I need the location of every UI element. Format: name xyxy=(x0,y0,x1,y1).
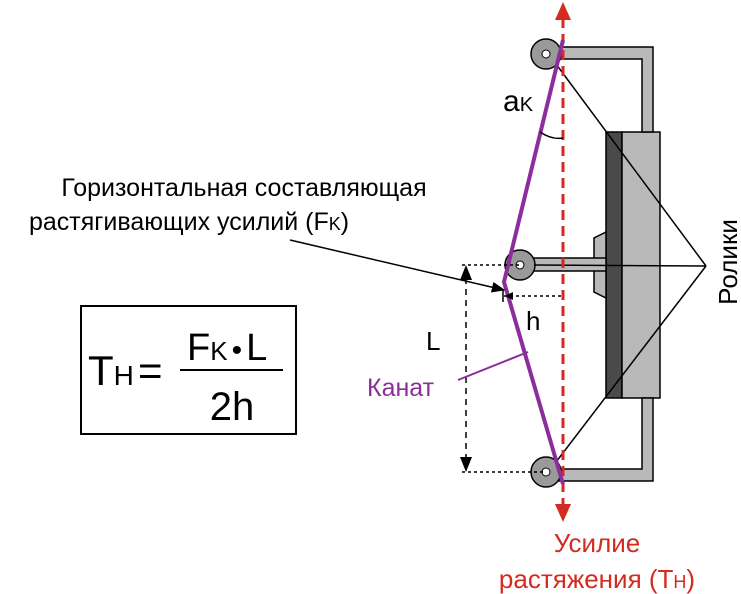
angle-arc xyxy=(539,131,564,140)
formula-equals: = xyxy=(138,347,163,394)
formula-denominator: 2h xyxy=(210,385,255,429)
angle-label: aK xyxy=(503,85,534,118)
formula-T-subscript: H xyxy=(114,360,134,391)
dimension-L xyxy=(460,264,546,473)
formula-T: TH xyxy=(88,347,134,394)
rollers-label: Ролики xyxy=(713,219,741,305)
rollers-group xyxy=(504,38,562,488)
rope-leader xyxy=(457,351,529,381)
formula-F-subscript: K xyxy=(210,336,228,366)
dimension-h xyxy=(502,290,563,302)
tension-force-subscript: H xyxy=(673,572,686,592)
top-roller-axle xyxy=(541,49,551,59)
formula-box: TH = FK•L 2h xyxy=(80,305,297,435)
horizontal-component-label-line1: Горизонтальная составляющая xyxy=(61,174,426,202)
tension-force-label-line1: Усилие xyxy=(554,528,640,558)
angle-subscript: K xyxy=(520,94,534,116)
rope-label: Канат xyxy=(367,374,435,402)
force-arrow-up xyxy=(555,2,571,20)
horizontal-force-leader xyxy=(289,239,506,293)
formula-L: L xyxy=(246,327,267,369)
formula-dot: • xyxy=(232,334,243,367)
horizontal-component-subscript: K xyxy=(329,214,341,234)
horizontal-component-label-line2: растягивающих усилий (FK) xyxy=(29,208,349,236)
tension-force-axis xyxy=(555,2,571,522)
h-label: h xyxy=(526,306,540,336)
formula-numerator: FK•L xyxy=(187,327,267,369)
force-arrow-down xyxy=(555,504,571,522)
tension-force-label-line2: растяжения (TH) xyxy=(499,564,695,594)
L-label: L xyxy=(426,326,440,356)
